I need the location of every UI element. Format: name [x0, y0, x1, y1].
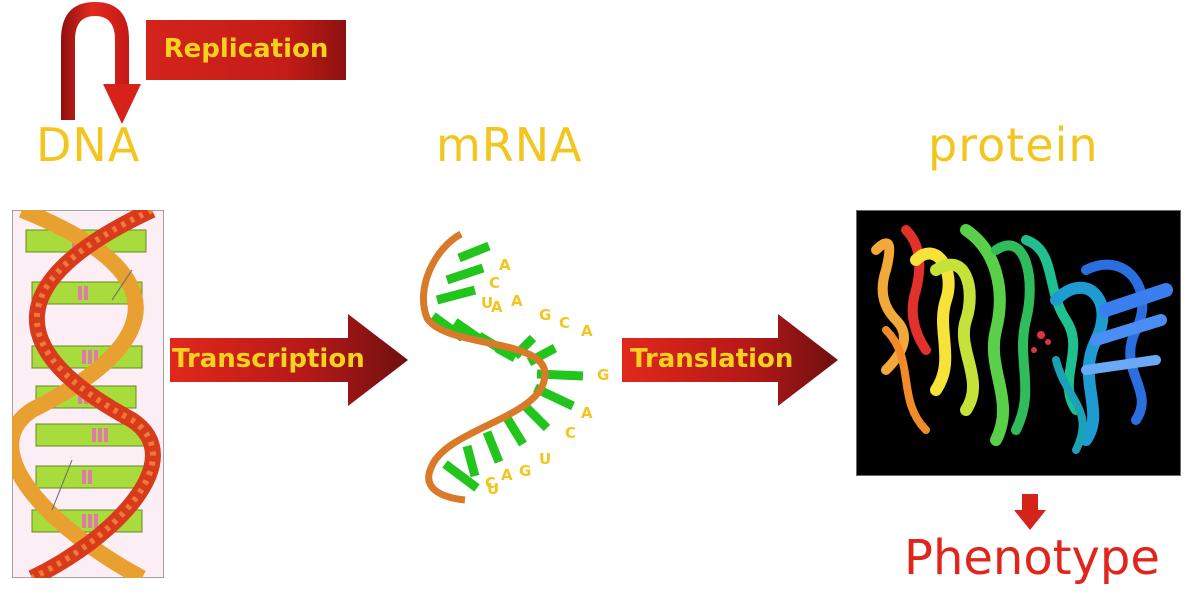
replication-loop-arrow-icon	[61, 2, 141, 124]
mrna-base-letter: A	[491, 298, 503, 316]
mrna-base-letter: A	[581, 322, 593, 340]
mrna-base-letter: A	[581, 404, 593, 422]
protein-structure-image	[856, 210, 1181, 476]
mrna-base-letter: G	[539, 306, 551, 324]
mrna-base-letter: C	[489, 274, 500, 292]
mrna-base-letter: A	[511, 292, 523, 310]
protein-heading: protein	[928, 118, 1099, 172]
mrna-base-letter: C	[565, 424, 576, 442]
mrna-base-letter: U	[481, 294, 493, 312]
mrna-base-letter: G	[597, 366, 609, 384]
mrna-heading: mRNA	[436, 118, 583, 172]
dna-heading: DNA	[36, 118, 141, 172]
transcription-arrow-icon	[170, 314, 408, 406]
replication-label: Replication	[163, 34, 329, 64]
phenotype-label: Phenotype	[904, 530, 1160, 586]
mrna-base-letter: C	[559, 314, 570, 332]
translation-arrow-icon	[622, 314, 838, 406]
mrna-base-letter: U	[487, 480, 499, 498]
mrna-base-letter: U	[539, 450, 551, 468]
mrna-base-letter: C	[485, 474, 496, 492]
translation-label: Translation	[630, 344, 794, 374]
phenotype-down-arrow-icon	[1014, 494, 1046, 530]
mrna-base-letter: A	[501, 466, 513, 484]
mrna-base-letter: G	[519, 462, 531, 480]
dna-double-helix-image	[12, 210, 164, 578]
mrna-base-letter: A	[499, 256, 511, 274]
transcription-label: Transcription	[172, 344, 365, 374]
replication-label-box: Replication	[146, 20, 346, 80]
